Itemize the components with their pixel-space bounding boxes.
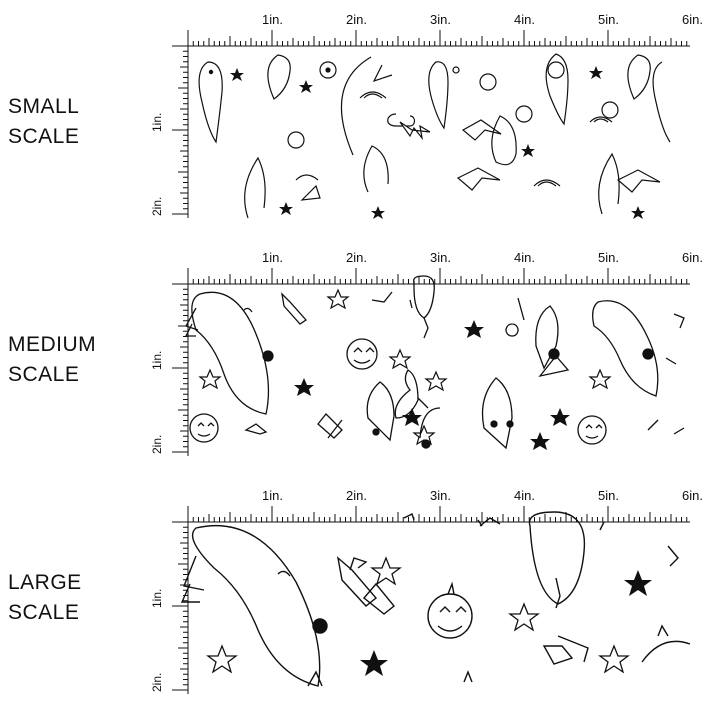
- medium-stars: [294, 320, 570, 450]
- small-scale-panel: [172, 10, 690, 220]
- ruler-inch-label: 3in.: [430, 488, 451, 503]
- scale-label-medium: MEDIUM SCALE: [8, 330, 96, 390]
- large-scale-panel: [172, 486, 691, 696]
- ruler-side-label: 1in.: [150, 350, 164, 370]
- scale-label-line2: SCALE: [8, 125, 80, 148]
- ruler-inch-label: 2in.: [346, 12, 367, 27]
- medium-pattern: [184, 275, 685, 450]
- small-scale-swatch: [172, 30, 690, 219]
- ruler-inch-label: 4in.: [514, 12, 535, 27]
- ruler-inch-label: 1in.: [262, 12, 283, 27]
- ruler-inch-label: 6in.: [682, 250, 703, 265]
- ruler-inch-label: 5in.: [598, 488, 619, 503]
- ruler-side-label: 2in.: [150, 196, 164, 216]
- ruler-inch-label: 5in.: [598, 12, 619, 27]
- ruler-inch-label: 4in.: [514, 488, 535, 503]
- ruler-inch-label: 1in.: [262, 250, 283, 265]
- ruler-inch-label: 3in.: [430, 12, 451, 27]
- ruler-inch-label: 6in.: [682, 12, 703, 27]
- ruler-inch-label: 6in.: [682, 488, 703, 503]
- ruler-side-label: 2in.: [150, 672, 164, 692]
- large-outline-stars: [206, 556, 630, 674]
- scale-label-small: SMALL SCALE: [8, 92, 79, 152]
- large-scale-swatch: [172, 506, 691, 694]
- large-pattern: [180, 511, 691, 687]
- scale-label-line1: SMALL: [8, 95, 80, 118]
- ruler-inch-label: 1in.: [262, 488, 283, 503]
- ruler-inch-label: 2in.: [346, 250, 367, 265]
- ruler-inch-label: 2in.: [346, 488, 367, 503]
- scale-label-large: LARGE SCALE: [8, 568, 82, 628]
- scale-label-line2: SCALE: [8, 363, 80, 386]
- medium-scale-swatch: [172, 268, 690, 456]
- scale-label-line1: MEDIUM: [8, 333, 97, 356]
- ruler-side-label: 1in.: [150, 588, 164, 608]
- ruler-side-label: 1in.: [150, 112, 164, 132]
- ruler-inch-label: 5in.: [598, 250, 619, 265]
- small-ruler: [172, 30, 690, 218]
- medium-outline-stars: [198, 288, 612, 446]
- large-stars: [360, 570, 652, 676]
- scale-label-line1: LARGE: [8, 571, 82, 594]
- scale-label-line2: SCALE: [8, 601, 80, 624]
- medium-scale-panel: [172, 248, 690, 458]
- ruler-inch-label: 3in.: [430, 250, 451, 265]
- small-pattern: [198, 53, 671, 219]
- small-stars: [230, 66, 645, 219]
- ruler-inch-label: 4in.: [514, 250, 535, 265]
- ruler-side-label: 2in.: [150, 434, 164, 454]
